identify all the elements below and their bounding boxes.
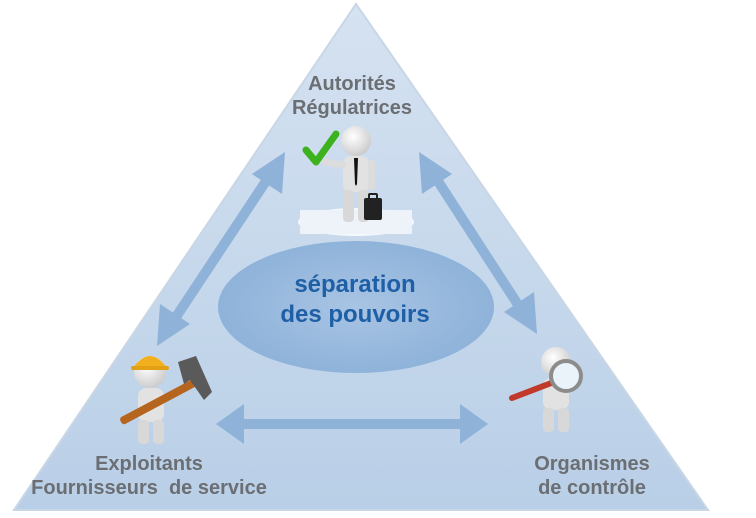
left-node-label-line1: Exploitants (95, 453, 203, 475)
briefcase-icon (364, 193, 382, 220)
center-label-line1: séparation (294, 271, 416, 298)
top-node-label: Autorités Régulatrices (262, 72, 442, 120)
arrow-top-left (157, 152, 285, 346)
arrow-bottom (216, 404, 488, 444)
right-node-label-line2: de contrôle (538, 477, 646, 499)
right-node-label: Organismes de contrôle (510, 452, 674, 500)
center-ellipse (218, 241, 494, 373)
arrow-top-right (419, 152, 537, 334)
top-node-label-line2: Régulatrices (291, 97, 413, 119)
checkmark-icon (302, 130, 340, 166)
left-node-label-line2: Fournisseurs de service (31, 477, 267, 499)
businessman-figure-icon (298, 126, 414, 236)
center-label: séparation des pouvoirs (230, 270, 480, 330)
hammer-icon (120, 356, 212, 425)
right-node-label-line1: Organismes (534, 453, 650, 475)
left-node-label: Exploitants Fournisseurs de service (8, 452, 290, 500)
center-label-line2: des pouvoirs (280, 301, 430, 328)
magnifier-icon (509, 359, 583, 401)
top-node-label-line1: Autorités (308, 73, 396, 95)
